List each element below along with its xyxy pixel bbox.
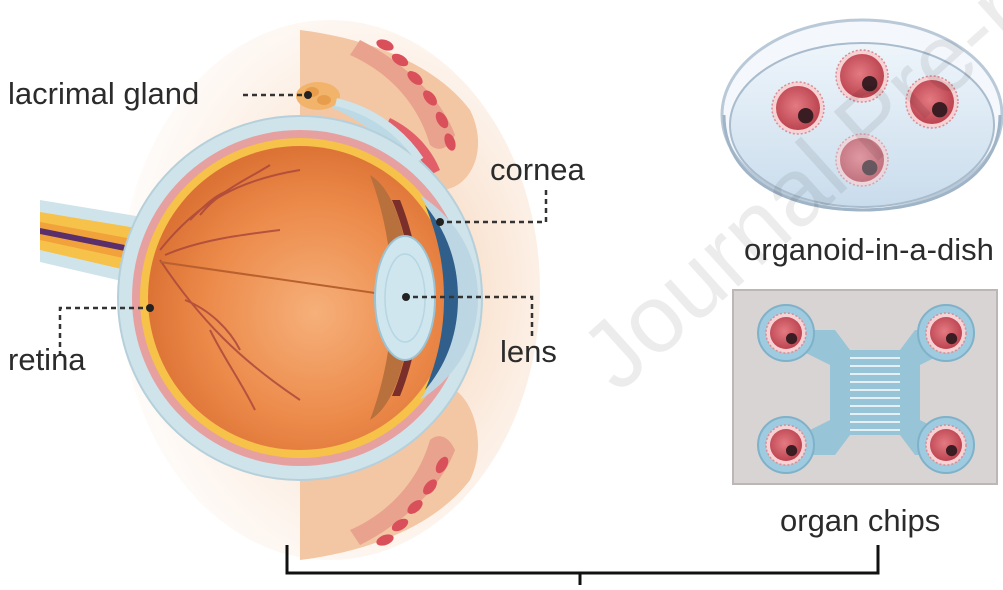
organoid	[926, 425, 966, 465]
label-retina: retina	[8, 344, 86, 375]
organoid	[766, 425, 806, 465]
label-lens: lens	[500, 336, 557, 367]
label-cornea: cornea	[490, 154, 585, 185]
label-lacrimal-gland: lacrimal gland	[8, 78, 199, 109]
label-organ-chips: organ chips	[780, 505, 940, 536]
label-organoid-in-a-dish: organoid-in-a-dish	[744, 234, 994, 265]
organoid	[926, 313, 966, 353]
organoid	[766, 313, 806, 353]
